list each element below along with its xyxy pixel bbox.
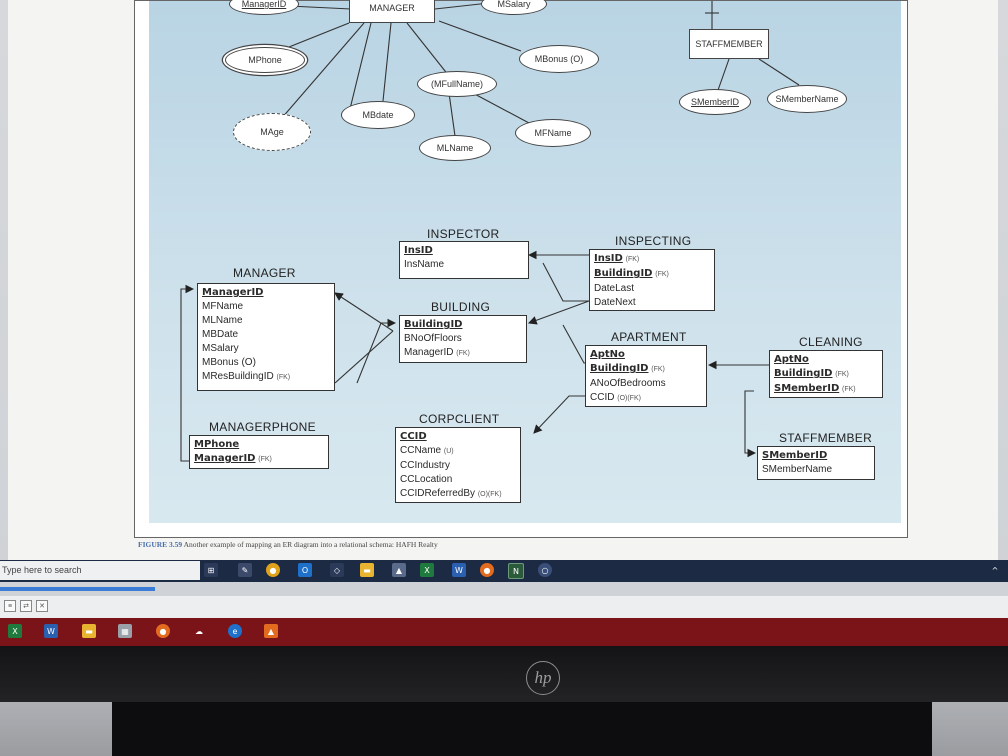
firefox-icon-2[interactable]: ● (156, 624, 170, 638)
cloud-icon[interactable]: ☁ (192, 624, 206, 638)
word-icon[interactable]: W (452, 563, 466, 577)
er-manager-entity: MANAGER (349, 0, 435, 23)
notepad-icon[interactable]: N (508, 563, 524, 579)
installer-icon[interactable]: ▲ (392, 563, 406, 577)
attr-mbdate: MBdate (341, 101, 415, 129)
attr-mage: MAge (233, 113, 311, 151)
swap-icon[interactable]: ⇄ (20, 600, 32, 612)
task-view-icon[interactable]: ⊞ (204, 563, 218, 577)
word-icon-2[interactable]: W (44, 624, 58, 638)
excel-icon-2[interactable]: X (8, 624, 22, 638)
firefox-icon[interactable]: ● (480, 563, 494, 577)
shuffle-icon[interactable]: ✕ (36, 600, 48, 612)
managerphone-title: MANAGERPHONE (209, 420, 316, 434)
apartment-table: AptNo BuildingID (FK) ANoOfBedrooms CCID… (585, 345, 707, 407)
attr-mbonus: MBonus (O) (519, 45, 599, 73)
outlook-icon[interactable]: O (298, 563, 312, 577)
paint-icon[interactable]: ✎ (238, 563, 252, 577)
folder-icon[interactable]: ▬ (82, 624, 96, 638)
tray-chevron-icon[interactable]: ^ (991, 565, 999, 575)
connector-lines (180, 1, 800, 462)
building-title: BUILDING (431, 300, 491, 314)
document-page: MANAGER STAFFMEMBER ManagerID MSalary MP… (8, 0, 998, 560)
inspector-title: INSPECTOR (427, 227, 500, 241)
figure-panel: MANAGER STAFFMEMBER ManagerID MSalary MP… (149, 0, 901, 523)
cortana-icon[interactable]: ○ (538, 563, 552, 577)
monitor-stand (112, 702, 932, 756)
chrome-icon[interactable]: ● (266, 563, 280, 577)
cleaning-table: AptNo BuildingID (FK) SMemberID (FK) (769, 350, 883, 398)
figure-caption: FIGURE 3.59 Another example of mapping a… (138, 540, 438, 549)
staffmember-title: STAFFMEMBER (779, 431, 873, 445)
taskbar (0, 560, 1008, 582)
corpclient-table: CCID CCName (U) CCIndustry CCLocation CC… (395, 427, 521, 503)
figure-frame: MANAGER STAFFMEMBER ManagerID MSalary MP… (134, 0, 908, 538)
attr-mfullname: (MFullName) (417, 71, 497, 97)
manager-table: ManagerID MFName MLName MBDate MSalary M… (197, 283, 335, 391)
taskbar-search-input[interactable]: Type here to search (0, 561, 200, 580)
progress-bar (0, 587, 155, 591)
secondary-toolbar (0, 596, 1008, 618)
attr-mfname: MFName (515, 119, 591, 147)
attr-smemberid: SMemberID (679, 89, 751, 115)
cleaning-title: CLEANING (799, 335, 863, 349)
attr-smembername: SMemberName (767, 85, 847, 113)
edge-icon[interactable]: e (228, 624, 242, 638)
vlc-icon[interactable]: ▲ (264, 624, 278, 638)
second-taskbar (0, 618, 1008, 646)
inspector-table: InsID InsName (399, 241, 529, 279)
managerphone-table: MPhone ManagerID (FK) (189, 435, 329, 469)
list-icon[interactable]: ≡ (4, 600, 16, 612)
excel-icon[interactable]: X (420, 563, 434, 577)
calculator-icon[interactable]: ▦ (118, 624, 132, 638)
inspecting-title: INSPECTING (615, 234, 692, 248)
corpclient-title: CORPCLIENT (419, 412, 500, 426)
monitor-bezel (0, 646, 1008, 702)
inspector-field: InsName (404, 259, 445, 270)
building-table: BuildingID BNoOfFloors ManagerID (FK) (399, 315, 527, 363)
hp-logo: hp (526, 661, 560, 695)
attr-mphone: MPhone (225, 47, 305, 73)
apartment-title: APARTMENT (611, 330, 687, 344)
file-explorer-icon[interactable]: ▬ (360, 563, 374, 577)
cube-icon[interactable]: ◇ (330, 563, 344, 577)
er-staffmember-entity: STAFFMEMBER (689, 29, 769, 59)
manager-title: MANAGER (233, 266, 296, 280)
inspecting-table: InsID (FK) BuildingID (FK) DateLast Date… (589, 249, 715, 311)
inspector-pk: InsID (404, 245, 433, 256)
staffmember-table: SMemberID SMemberName (757, 446, 875, 480)
attr-mlname: MLName (419, 135, 491, 161)
